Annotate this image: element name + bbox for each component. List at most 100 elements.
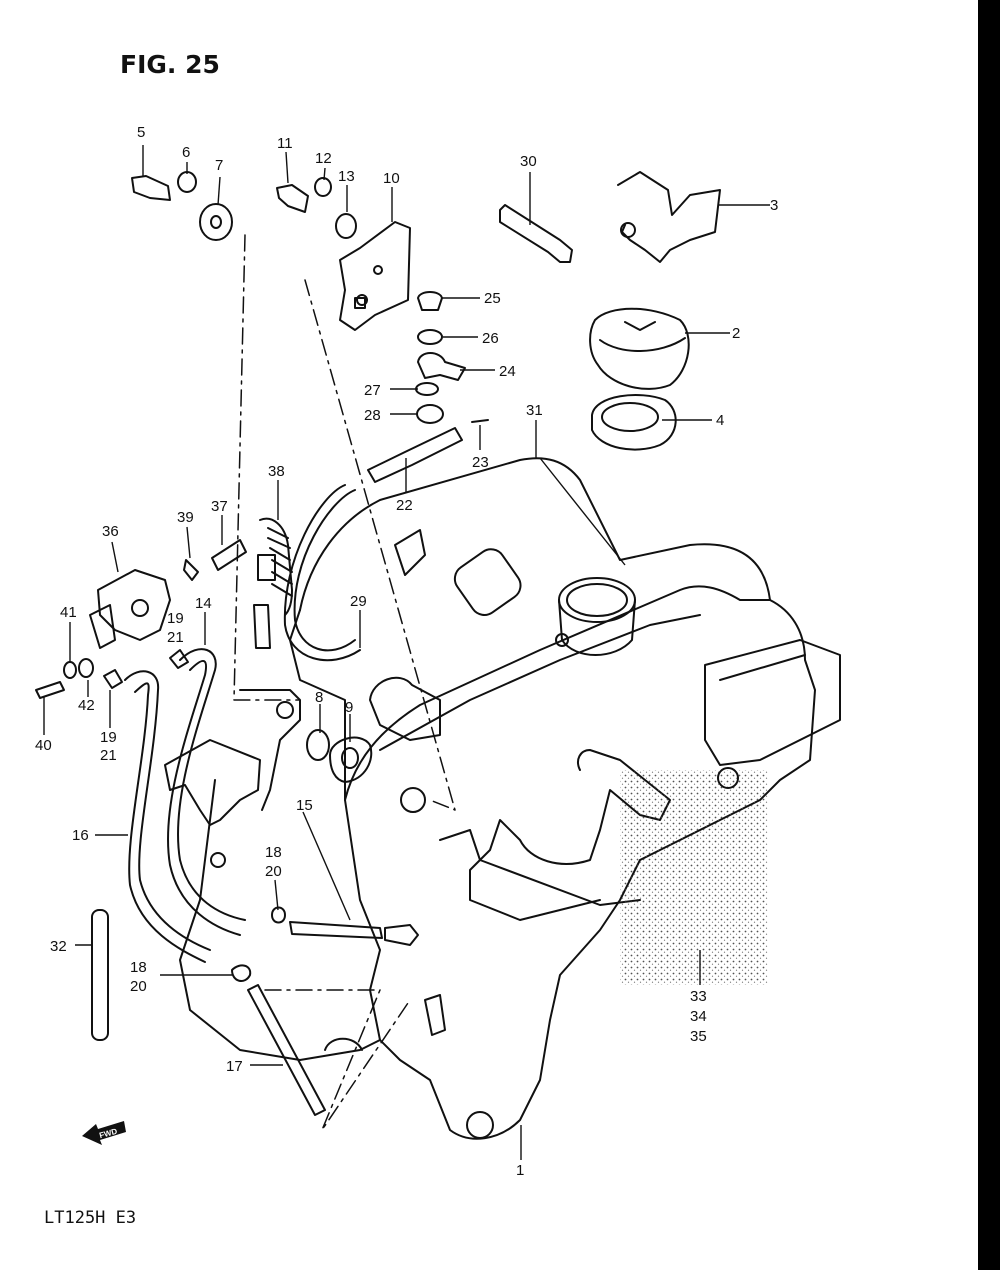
callout-20-upper: 20 bbox=[265, 863, 282, 880]
mount-bracket bbox=[339, 221, 411, 331]
assembly-line-drain bbox=[264, 989, 411, 1131]
washer-26 bbox=[417, 329, 443, 345]
bolt-40 bbox=[35, 681, 65, 699]
callout-19-lower: 19 bbox=[100, 729, 117, 746]
figure-title: FIG. 25 bbox=[120, 50, 220, 79]
tank-left-wall bbox=[289, 609, 346, 801]
callout-30: 30 bbox=[520, 153, 537, 170]
rubber-pad bbox=[620, 770, 768, 985]
callout-36: 36 bbox=[102, 523, 119, 540]
breather-hose bbox=[367, 427, 463, 483]
callout-41: 41 bbox=[60, 604, 77, 621]
callout-7: 7 bbox=[215, 157, 223, 174]
side-box bbox=[704, 639, 841, 766]
fuel-hose-14 bbox=[177, 648, 246, 921]
callout-19-upper: 19 bbox=[167, 610, 184, 627]
screw-25 bbox=[417, 291, 443, 311]
model-code: LT125H E3 bbox=[44, 1208, 137, 1228]
callout-2: 2 bbox=[732, 325, 740, 342]
callout-26: 26 bbox=[482, 330, 499, 347]
drain-hose-17 bbox=[247, 984, 326, 1116]
callout-10: 10 bbox=[383, 170, 400, 187]
spring-hose bbox=[259, 517, 293, 616]
callout-39: 39 bbox=[177, 509, 194, 526]
callout-42: 42 bbox=[78, 697, 95, 714]
callout-21-upper: 21 bbox=[167, 629, 184, 646]
clip-19-21-upper bbox=[169, 649, 189, 669]
callout-28: 28 bbox=[364, 407, 381, 424]
drain-rod-15 bbox=[289, 921, 383, 939]
callout-9: 9 bbox=[345, 699, 353, 716]
callout-33: 33 bbox=[690, 988, 707, 1005]
callout-1: 1 bbox=[516, 1162, 524, 1179]
callout-12: 12 bbox=[315, 150, 332, 167]
hose-segment bbox=[253, 604, 271, 649]
callout-37: 37 bbox=[211, 498, 228, 515]
washer-6 bbox=[177, 171, 197, 193]
callout-40: 40 bbox=[35, 737, 52, 754]
fuel-valve bbox=[97, 569, 171, 641]
callout-32: 32 bbox=[50, 938, 67, 955]
vent-nipple bbox=[369, 676, 441, 741]
clip-18-lower bbox=[231, 964, 252, 982]
callout-24: 24 bbox=[499, 363, 516, 380]
callout-27: 27 bbox=[364, 382, 381, 399]
callout-18-lower: 18 bbox=[130, 959, 147, 976]
washer-7 bbox=[199, 203, 233, 241]
callout-21-lower: 21 bbox=[100, 747, 117, 764]
callout-15: 15 bbox=[296, 797, 313, 814]
fuel-tank bbox=[344, 585, 816, 1140]
washer-27 bbox=[415, 382, 439, 396]
callout-34: 34 bbox=[690, 1008, 707, 1025]
clip-18-upper bbox=[271, 906, 286, 924]
callout-23: 23 bbox=[472, 454, 489, 471]
washer-12 bbox=[314, 177, 332, 197]
callout-11: 11 bbox=[277, 135, 293, 152]
clip-19-21-lower bbox=[103, 669, 123, 689]
washer-42 bbox=[78, 658, 94, 678]
page-edge-bar bbox=[978, 0, 1000, 1270]
callout-20-lower: 20 bbox=[130, 978, 147, 995]
clamp-24 bbox=[417, 352, 466, 381]
pin-23 bbox=[471, 419, 489, 423]
callout-31: 31 bbox=[526, 402, 543, 419]
tank-upper-shell bbox=[299, 457, 771, 611]
short-hose-37 bbox=[211, 539, 247, 571]
callout-38: 38 bbox=[268, 463, 285, 480]
grommet-9 bbox=[329, 736, 373, 783]
tank-pad bbox=[453, 548, 522, 616]
pipe-clip bbox=[499, 204, 573, 263]
callout-4: 4 bbox=[716, 412, 724, 429]
callout-25: 25 bbox=[484, 290, 501, 307]
nut-28 bbox=[416, 404, 444, 424]
washer-41 bbox=[63, 661, 77, 679]
tank-lower-shell bbox=[179, 779, 381, 1061]
callout-14: 14 bbox=[195, 595, 212, 612]
bolt-11 bbox=[276, 184, 309, 213]
tank-recess bbox=[469, 749, 671, 921]
callout-6: 6 bbox=[182, 144, 190, 161]
washer-13 bbox=[335, 213, 357, 239]
callout-22: 22 bbox=[396, 497, 413, 514]
plug-32 bbox=[91, 909, 109, 1041]
vent-hose bbox=[293, 489, 356, 652]
fwd-arrow-icon: FWD bbox=[82, 1121, 126, 1145]
clip-39 bbox=[183, 559, 199, 581]
fuel-cap bbox=[589, 307, 690, 390]
callout-16: 16 bbox=[72, 827, 89, 844]
fuel-hose-16 bbox=[124, 670, 211, 951]
cap-strap bbox=[617, 171, 721, 263]
cap-seal bbox=[591, 394, 677, 451]
bottom-fitting bbox=[424, 994, 446, 1036]
callout-8: 8 bbox=[315, 689, 323, 706]
assembly-line-7 bbox=[233, 234, 301, 701]
collar-8 bbox=[306, 729, 330, 761]
callout-13: 13 bbox=[338, 168, 355, 185]
bolt-5 bbox=[131, 175, 171, 201]
callout-35: 35 bbox=[690, 1028, 707, 1045]
callout-18-upper: 18 bbox=[265, 844, 282, 861]
lower-bracket bbox=[164, 739, 261, 826]
callout-3: 3 bbox=[770, 197, 778, 214]
callout-17: 17 bbox=[226, 1058, 243, 1075]
